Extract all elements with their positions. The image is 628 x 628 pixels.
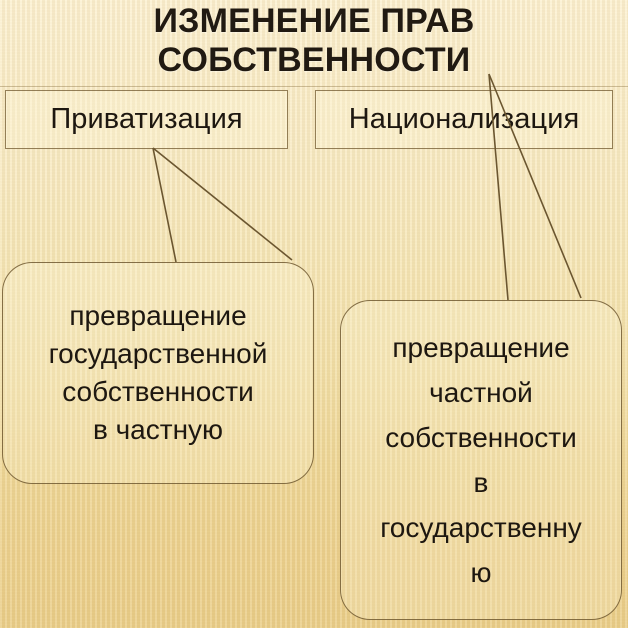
page-title: ИЗМЕНЕНИЕ ПРАВ СОБСТВЕННОСТИ bbox=[153, 2, 475, 79]
detail-box-nationalization: превращение частной собственности в госу… bbox=[340, 300, 622, 620]
detail-box-privatization: превращение государственной собственност… bbox=[2, 262, 314, 484]
category-label-privatization: Приватизация bbox=[50, 103, 243, 135]
category-box-privatization: Приватизация bbox=[5, 90, 288, 149]
connector-left-inner bbox=[152, 147, 177, 263]
category-label-nationalization: Национализация bbox=[348, 103, 580, 135]
connector-left-outer bbox=[152, 147, 293, 261]
category-box-nationalization: Национализация bbox=[315, 90, 613, 149]
detail-text-nationalization: превращение частной собственности в госу… bbox=[380, 332, 582, 588]
detail-text-privatization: превращение государственной собственност… bbox=[48, 300, 268, 445]
title-divider-rule bbox=[0, 86, 628, 87]
